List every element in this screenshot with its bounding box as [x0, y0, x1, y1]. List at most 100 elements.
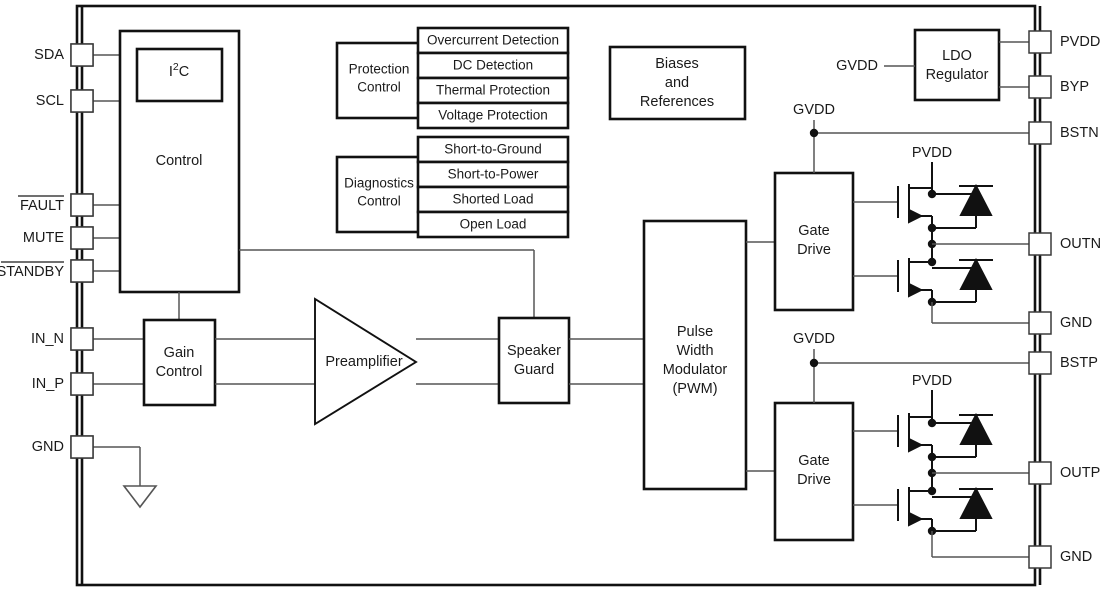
body-diode-high-side-p [932, 412, 993, 458]
left-pin-boxes-overlay [70, 43, 94, 459]
protection-item[interactable]: Thermal Protection [416, 76, 570, 105]
gate-drive-top-label-2: Drive [797, 242, 831, 258]
diagnostics-control-label-2: Control [357, 194, 401, 209]
pin-label-gnd-right-1: GND [1060, 315, 1092, 331]
diagnostics-item[interactable]: Open Load [416, 210, 570, 239]
pin-label-outn: OUTN [1060, 236, 1100, 252]
protection-item[interactable]: Voltage Protection [416, 101, 570, 130]
pin-gnd-right-1[interactable]: GND [1028, 311, 1092, 335]
pin-label-in-n: IN_N [31, 331, 64, 347]
pin-outn[interactable]: OUTN [1028, 232, 1100, 256]
pin-gnd-right-2[interactable]: GND [1028, 545, 1092, 569]
biases-label-2: and [665, 75, 689, 91]
diagnostics-item[interactable]: Short-to-Ground [416, 135, 570, 164]
protection-control-block[interactable]: Protection Control [335, 41, 423, 120]
protection-item-label: Thermal Protection [436, 83, 550, 98]
gvdd-top-rail: GVDD [793, 102, 1029, 173]
diagnostics-item[interactable]: Shorted Load [416, 185, 570, 214]
pin-label-mute: MUTE [23, 230, 64, 246]
speaker-guard-block[interactable]: Speaker Guard [497, 316, 571, 405]
gain-control-label-2: Control [156, 364, 203, 380]
control-block-label: Control [156, 153, 203, 169]
ldo-regulator-block[interactable]: LDO Regulator [913, 28, 1001, 102]
protection-item-label: Overcurrent Detection [427, 33, 559, 48]
gvdd-label-top: GVDD [793, 102, 835, 118]
pin-label-pvdd: PVDD [1060, 34, 1100, 50]
protection-item-label: Voltage Protection [438, 108, 548, 123]
ldo-label-1: LDO [942, 48, 972, 64]
preamplifier-block[interactable]: Preamplifier [314, 297, 418, 426]
pin-byp[interactable]: BYP [1028, 75, 1089, 99]
ldo-label-2: Regulator [926, 67, 989, 83]
junction-dot-gvdd-top [809, 128, 819, 138]
gain-control-label-1: Gain [164, 345, 195, 361]
junction-dot-gvdd-bottom [809, 358, 819, 368]
preamplifier-label: Preamplifier [325, 354, 403, 370]
gvdd-label-ldo: GVDD [836, 58, 878, 74]
ground-symbol-icon [122, 485, 158, 509]
body-diode-high-side [932, 183, 993, 229]
diagnostics-item[interactable]: Short-to-Power [416, 160, 570, 189]
pwm-label-1: Pulse [677, 324, 713, 340]
pwm-label-3: Modulator [663, 362, 728, 378]
i2c-block[interactable]: I2C [135, 47, 224, 103]
pin-bstn[interactable]: BSTN [1028, 121, 1099, 145]
output-stage-bottom: PVDD [853, 373, 1029, 558]
body-diode-low-side [932, 257, 993, 303]
pvdd-label-top: PVDD [912, 145, 952, 161]
mosfet-body-arrow [908, 437, 924, 453]
protection-item[interactable]: Overcurrent Detection [416, 26, 570, 55]
gate-drive-top-label-1: Gate [798, 223, 829, 239]
pin-label-sda: SDA [34, 47, 64, 63]
ldo-gvdd-input: GVDD [836, 58, 915, 74]
pin-label-byp: BYP [1060, 79, 1089, 95]
mosfet-high-side-n [853, 184, 937, 233]
mosfet-low-side-p [853, 486, 937, 536]
pwm-block[interactable]: Pulse Width Modulator (PWM) [642, 219, 748, 491]
gvdd-label-bottom: GVDD [793, 331, 835, 347]
wire-control-to-speaker-guard [239, 249, 535, 318]
mosfet-high-side-p [853, 413, 937, 462]
i2c-block-label: I2C [169, 61, 189, 80]
protection-item-label: DC Detection [453, 58, 533, 73]
protection-item[interactable]: DC Detection [416, 51, 570, 80]
gate-drive-bottom-label-1: Gate [798, 453, 829, 469]
gate-drive-top-block[interactable]: Gate Drive [773, 171, 855, 312]
pwm-label-4: (PWM) [672, 381, 717, 397]
pvdd-label-bottom: PVDD [912, 373, 952, 389]
diagnostics-item-label: Open Load [460, 217, 527, 232]
biases-label-1: Biases [655, 56, 699, 72]
pin-label-bstn: BSTN [1060, 125, 1099, 141]
gate-drive-bottom-label-2: Drive [797, 472, 831, 488]
body-diode-low-side-p [932, 486, 993, 532]
mosfet-body-arrow [908, 511, 924, 527]
biases-label-3: References [640, 94, 714, 110]
pin-bstp[interactable]: BSTP [1028, 351, 1098, 375]
pin-label-outp: OUTP [1060, 465, 1100, 481]
speaker-guard-label-2: Guard [514, 362, 554, 378]
pin-pvdd[interactable]: PVDD [1028, 30, 1100, 54]
pin-label-gnd-left: GND [32, 439, 64, 455]
pin-label-gnd-right-2: GND [1060, 549, 1092, 565]
diagnostics-items-list: Short-to-Ground Short-to-Power Shorted L… [416, 135, 570, 239]
gain-control-block[interactable]: Gain Control [142, 318, 217, 407]
diagnostics-control-block[interactable]: Diagnostics Control [335, 155, 423, 234]
diagnostics-item-label: Short-to-Ground [444, 142, 542, 157]
right-pin-group: PVDD BYP BSTN OUTN GND BSTP OUTP GND [1028, 30, 1100, 569]
diagnostics-item-label: Short-to-Power [448, 167, 539, 182]
protection-control-label-2: Control [357, 80, 401, 95]
mosfet-body-arrow [908, 208, 924, 224]
diagnostics-control-label-1: Diagnostics [344, 176, 414, 191]
pin-label-standby: STANDBY [0, 264, 64, 280]
pin-label-scl: SCL [36, 93, 64, 109]
biases-references-block[interactable]: Biases and References [608, 45, 747, 121]
diagnostics-item-label: Shorted Load [452, 192, 533, 207]
mosfet-body-arrow [908, 282, 924, 298]
gvdd-bottom-rail: GVDD [793, 331, 1029, 403]
protection-control-label-1: Protection [349, 62, 410, 77]
speaker-guard-label-1: Speaker [507, 343, 561, 359]
protection-items-list: Overcurrent Detection DC Detection Therm… [416, 26, 570, 130]
gate-drive-bottom-block[interactable]: Gate Drive [773, 401, 855, 542]
pin-outp[interactable]: OUTP [1028, 461, 1100, 485]
